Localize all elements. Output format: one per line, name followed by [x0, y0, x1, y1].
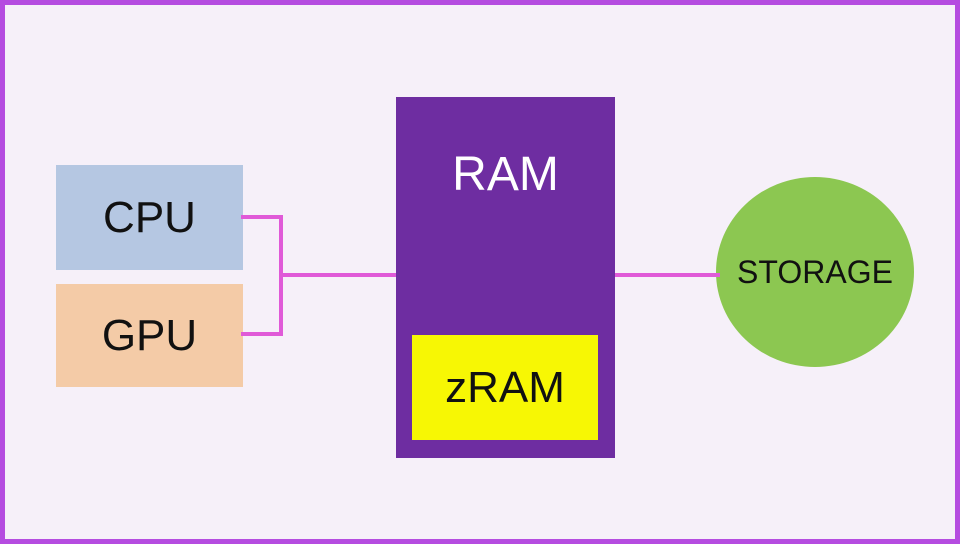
storage-node: STORAGE: [716, 177, 914, 367]
ram-label: RAM: [452, 148, 559, 201]
cpu-label: CPU: [103, 192, 196, 242]
zram-label: zRAM: [445, 362, 565, 412]
connector-ram-to-storage: [615, 273, 720, 277]
cpu-node: CPU: [56, 165, 243, 270]
gpu-label: GPU: [101, 310, 198, 360]
gpu-node: GPU: [56, 284, 243, 387]
zram-node: zRAM: [412, 335, 598, 440]
connector-gpu-stub: [241, 332, 283, 336]
connector-cpu-stub: [241, 215, 283, 219]
storage-label: STORAGE: [737, 253, 893, 290]
connector-bracket-to-ram: [281, 273, 396, 277]
